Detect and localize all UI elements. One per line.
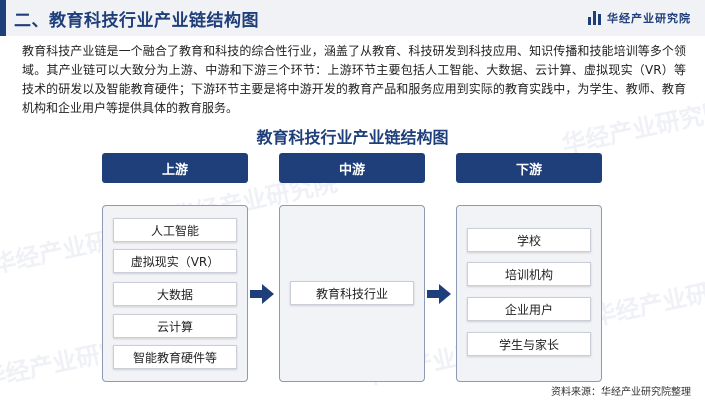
brand-name: 华经产业研究院 bbox=[607, 12, 691, 25]
header-bar: 二、教育科技行业产业链结构图 华经产业研究院 bbox=[0, 0, 705, 36]
arrow-right-icon bbox=[427, 284, 451, 304]
brand-logo-icon bbox=[588, 11, 602, 25]
upstream-item: 虚拟现实（VR） bbox=[113, 249, 237, 273]
watermark: 华经产业研究院 bbox=[589, 268, 705, 332]
midstream-panel: 教育科技行业 bbox=[279, 205, 425, 382]
brand: 华经产业研究院 bbox=[588, 10, 691, 26]
upstream-item: 大数据 bbox=[113, 282, 237, 306]
upstream-item: 智能教育硬件等 bbox=[113, 345, 237, 369]
downstream-item: 企业用户 bbox=[467, 297, 591, 321]
page-title: 二、教育科技行业产业链结构图 bbox=[14, 11, 259, 31]
downstream-item: 学校 bbox=[467, 228, 591, 252]
upstream-item: 人工智能 bbox=[113, 218, 237, 242]
midstream-item: 教育科技行业 bbox=[290, 281, 414, 305]
stage-midstream-header: 中游 bbox=[279, 153, 425, 183]
source-note: 资料来源：华经产业研究院整理 bbox=[551, 387, 691, 398]
upstream-panel: 人工智能 虚拟现实（VR） 大数据 云计算 智能教育硬件等 bbox=[102, 205, 248, 382]
arrow-right-icon bbox=[250, 284, 274, 304]
downstream-panel: 学校 培训机构 企业用户 学生与家长 bbox=[456, 205, 602, 382]
diagram-title: 教育科技行业产业链结构图 bbox=[256, 128, 449, 147]
upstream-item: 云计算 bbox=[113, 314, 237, 338]
intro-paragraph: 教育科技产业链是一个融合了教育和科技的综合性行业，涵盖了从教育、科技研发到科技应… bbox=[22, 44, 686, 115]
stage-upstream-header: 上游 bbox=[102, 153, 248, 183]
downstream-item: 学生与家长 bbox=[467, 332, 591, 356]
stage-downstream-header: 下游 bbox=[456, 153, 602, 183]
downstream-item: 培训机构 bbox=[467, 262, 591, 286]
header-accent bbox=[0, 0, 6, 36]
